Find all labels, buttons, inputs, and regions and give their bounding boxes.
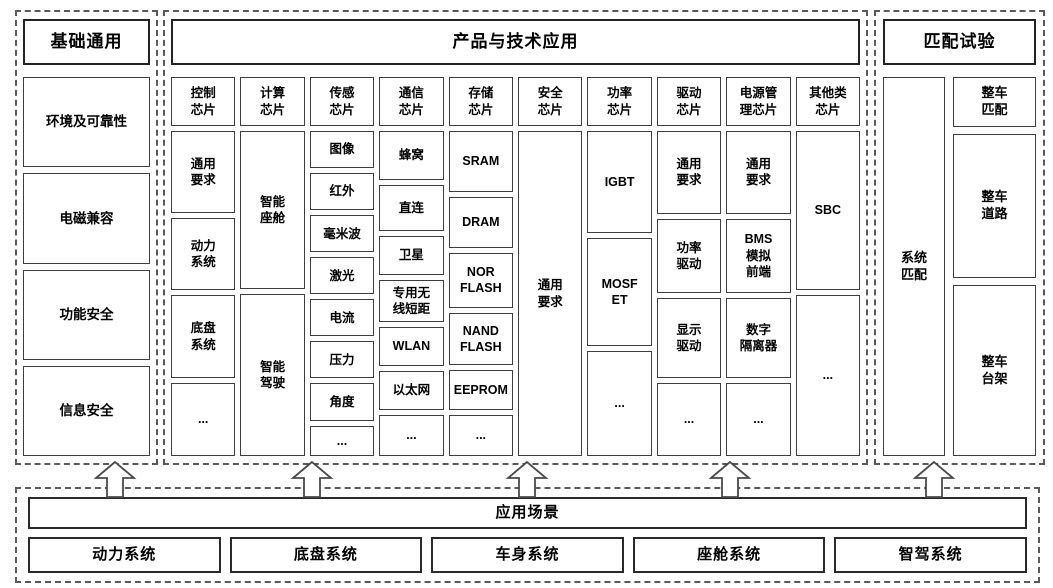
chip-column-header: 计算 芯片 <box>240 77 305 126</box>
chip-column-header: 存储 芯片 <box>448 77 514 126</box>
chip-column-header: 通信 芯片 <box>379 77 444 126</box>
chip-item: 底盘 系统 <box>171 295 236 379</box>
base-general-item: 电磁兼容 <box>23 173 150 264</box>
chip-item: 智能 座舱 <box>240 131 305 290</box>
chip-item: 通用 要求 <box>518 131 583 456</box>
chip-column-storage: 存储 芯片 SRAM DRAM NOR FLASH NAND FLASH EEP… <box>448 77 514 456</box>
application-scenarios-section: 应用场景 动力系统 底盘系统 车身系统 座舱系统 智驾系统 <box>15 487 1040 583</box>
base-general-section: 基础通用 环境及可靠性 电磁兼容 功能安全 信息安全 <box>15 10 158 465</box>
chip-item: 显示 驱动 <box>656 297 722 378</box>
chip-item: 动力 系统 <box>171 218 236 291</box>
chip-item: ... <box>379 414 444 456</box>
application-scenarios-title: 应用场景 <box>28 497 1027 529</box>
chip-column-header: 安全 芯片 <box>518 77 583 126</box>
up-arrow-icon <box>912 460 956 498</box>
chip-item: 直连 <box>379 184 444 231</box>
products-section: 产品与技术应用 控制 芯片 通用 要求 动力 系统 底盘 系统 ... 计算 芯… <box>163 10 868 465</box>
chip-item: 通用 要求 <box>656 131 722 214</box>
chip-item: 电流 <box>309 299 375 337</box>
chip-item: 以太网 <box>379 371 444 410</box>
chip-columns: 控制 芯片 通用 要求 动力 系统 底盘 系统 ... 计算 芯片 智能 座舱 … <box>171 77 861 457</box>
vehicle-bench-box: 整车 台架 <box>953 285 1036 456</box>
chip-item: 激光 <box>309 257 375 295</box>
base-general-item: 信息安全 <box>23 365 150 456</box>
scenario-box: 车身系统 <box>431 537 624 573</box>
base-general-item: 功能安全 <box>23 269 150 360</box>
chip-item: 专用无 线短距 <box>379 280 444 322</box>
scenario-box: 智驾系统 <box>834 537 1027 573</box>
system-matching-box: 系统 匹配 <box>883 77 945 456</box>
chip-column-communication: 通信 芯片 蜂窝 直连 卫星 专用无 线短距 WLAN 以太网 ... <box>379 77 444 456</box>
chip-item: NAND FLASH <box>448 312 514 365</box>
chip-item: IGBT <box>587 131 652 234</box>
chip-column-power: 功率 芯片 IGBT MOSF ET ... <box>587 77 652 456</box>
up-arrow-icon <box>708 460 752 498</box>
chip-column-header: 控制 芯片 <box>171 77 236 126</box>
up-arrow-icon <box>505 460 549 498</box>
chip-item: 通用 要求 <box>171 131 236 214</box>
matching-test-section: 匹配试验 系统 匹配 整车 匹配 整车 道路 整车 台架 <box>874 10 1045 465</box>
chip-item: 卫星 <box>379 235 444 276</box>
chip-item: NOR FLASH <box>448 252 514 308</box>
chip-item: 智能 驾驶 <box>240 294 305 456</box>
chip-item: 角度 <box>309 383 375 421</box>
chip-item: 数字 隔离器 <box>726 297 791 378</box>
chip-item: 通用 要求 <box>726 131 791 214</box>
chip-item: ... <box>309 425 375 457</box>
chip-item: DRAM <box>448 196 514 248</box>
chip-column-header: 传感 芯片 <box>309 77 375 126</box>
scenario-box: 动力系统 <box>28 537 221 573</box>
matching-test-title: 匹配试验 <box>883 19 1036 65</box>
vehicle-matching-box: 整车 匹配 <box>953 77 1036 128</box>
chip-item: MOSF ET <box>587 238 652 346</box>
chip-column-header: 其他类 芯片 <box>795 77 861 126</box>
chip-column-computing: 计算 芯片 智能 座舱 智能 驾驶 <box>240 77 305 456</box>
base-general-item: 环境及可靠性 <box>23 77 150 168</box>
chip-item: 红外 <box>309 173 375 211</box>
chip-column-header: 功率 芯片 <box>587 77 652 126</box>
chip-item: 压力 <box>309 341 375 379</box>
chip-column-control: 控制 芯片 通用 要求 动力 系统 底盘 系统 ... <box>171 77 236 456</box>
chip-item: ... <box>726 382 791 457</box>
chip-item: 图像 <box>309 131 375 169</box>
chip-column-header: 电源管 理芯片 <box>726 77 791 126</box>
chip-item: 毫米波 <box>309 215 375 253</box>
products-title: 产品与技术应用 <box>171 19 860 65</box>
chip-item: ... <box>587 351 652 456</box>
chip-item: ... <box>171 383 236 456</box>
chip-item: SRAM <box>448 131 514 192</box>
base-general-title: 基础通用 <box>23 19 150 65</box>
chip-column-sensor: 传感 芯片 图像 红外 毫米波 激光 电流 压力 角度 ... <box>309 77 375 457</box>
chip-column-driver: 驱动 芯片 通用 要求 功率 驱动 显示 驱动 ... <box>656 77 722 457</box>
chip-item: EEPROM <box>448 369 514 410</box>
up-arrow-icon <box>93 460 137 498</box>
chip-item: ... <box>795 295 861 456</box>
chip-column-security: 安全 芯片 通用 要求 <box>518 77 583 456</box>
chip-column-power-management: 电源管 理芯片 通用 要求 BMS 模拟 前端 数字 隔离器 ... <box>726 77 791 457</box>
scenario-box: 底盘系统 <box>229 537 423 573</box>
chip-item: 蜂窝 <box>379 131 444 180</box>
up-arrow-icon <box>290 460 334 498</box>
chip-column-other: 其他类 芯片 SBC ... <box>795 77 861 456</box>
vehicle-road-box: 整车 道路 <box>953 134 1036 279</box>
chip-item: 功率 驱动 <box>656 218 722 293</box>
chip-item: BMS 模拟 前端 <box>726 218 791 293</box>
chip-item: SBC <box>795 131 861 291</box>
chip-item: WLAN <box>379 326 444 367</box>
chip-item: ... <box>656 382 722 457</box>
chip-item: ... <box>448 414 514 456</box>
base-general-items: 环境及可靠性 电磁兼容 功能安全 信息安全 <box>23 77 150 456</box>
chip-column-header: 驱动 芯片 <box>656 77 722 126</box>
scenario-box: 座舱系统 <box>632 537 826 573</box>
